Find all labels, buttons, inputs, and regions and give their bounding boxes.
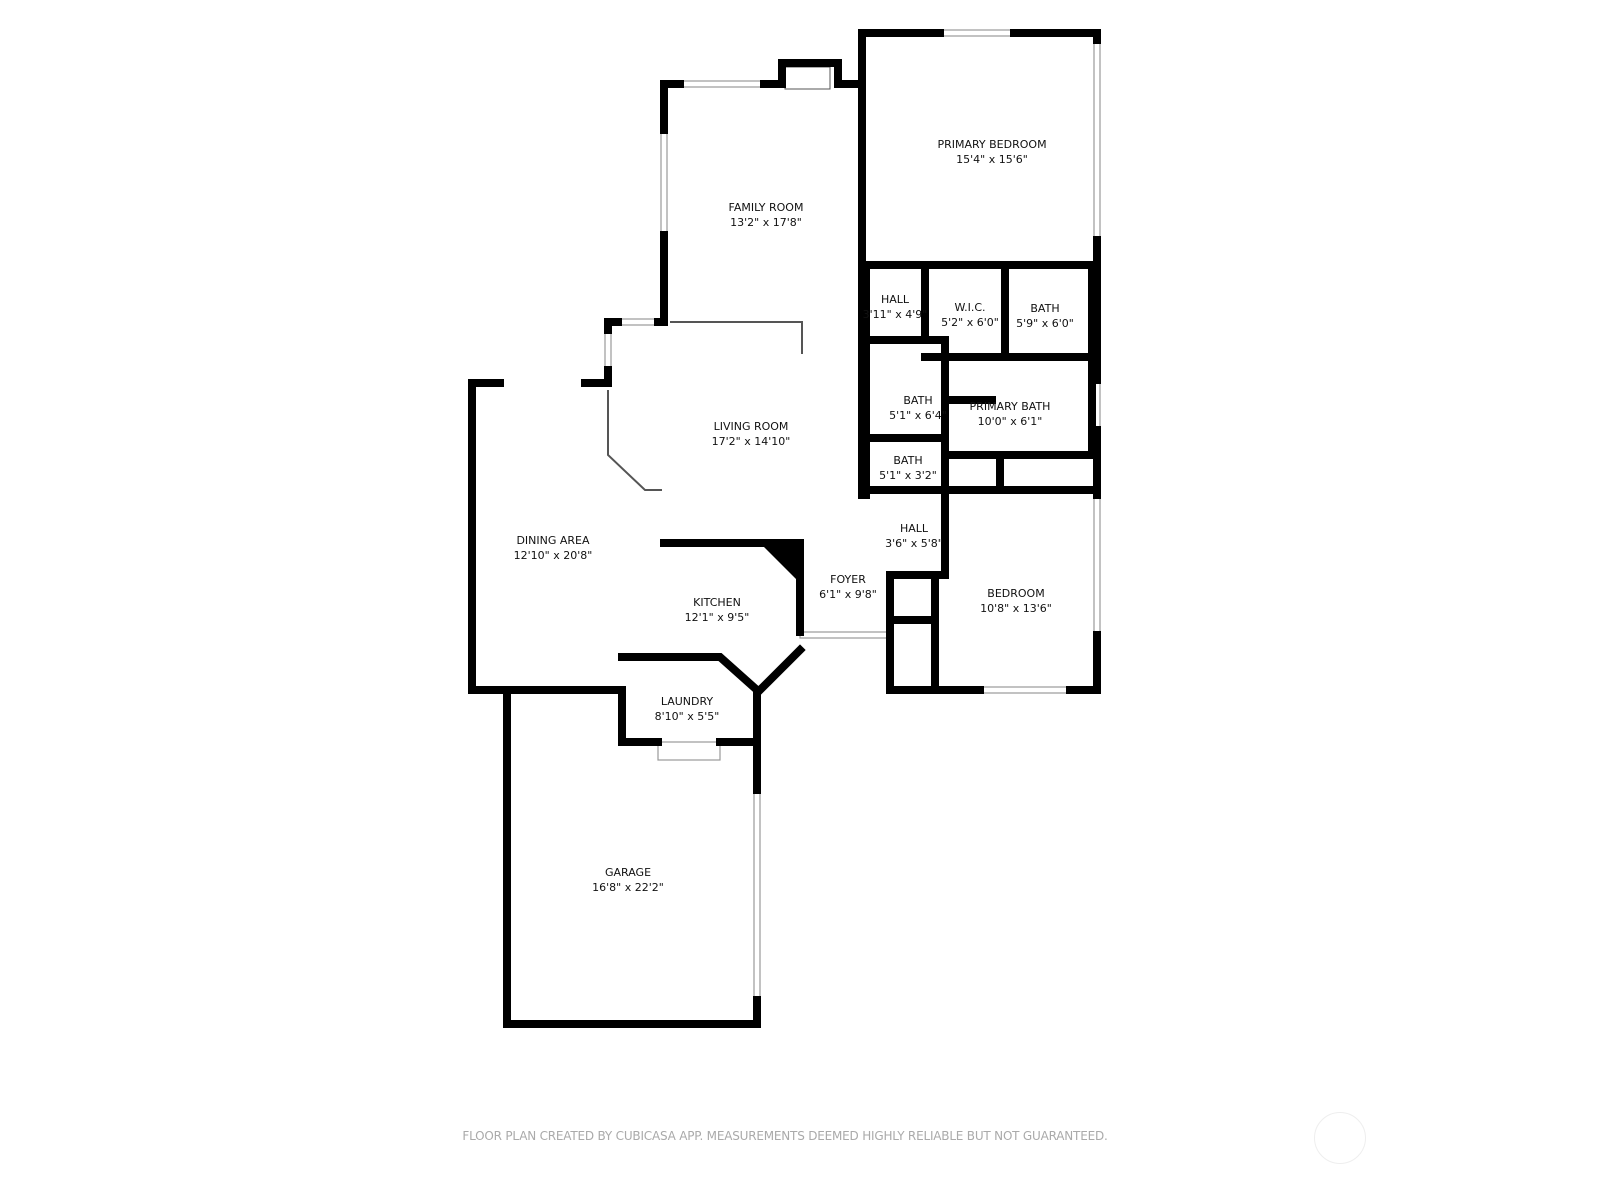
room-name: FOYER [830,573,866,586]
counter [670,321,803,354]
window [660,129,668,236]
room-size: 6'1" x 9'8" [819,588,877,601]
room-name: GARAGE [604,866,652,879]
room-size: 10'0" x 6'1" [977,415,1043,428]
room-foyer: FOYER 6'1" x 9'8" [819,572,877,602]
room-name: LAUNDRY [660,695,714,708]
walls [468,29,1101,1028]
window [617,318,659,326]
room-name: KITCHEN [693,596,741,609]
window [604,329,612,371]
window [799,631,891,639]
room-name: PRIMARY BATH [969,400,1051,413]
window [979,686,1071,694]
room-name: HALL [880,293,910,306]
room-bedroom: BEDROOM 10'8" x 13'6" [980,586,1052,616]
room-dining-area: DINING AREA 12'10" x 20'8" [514,533,593,563]
room-name: BATH [893,454,923,467]
room-bath: BATH 5'9" x 6'0" [1016,301,1074,331]
room-size: 5'1" x 6'4" [889,409,947,422]
disclaimer-footer: FLOOR PLAN CREATED BY CUBICASA APP. MEAS… [462,1129,1108,1143]
room-size: 17'2" x 14'10" [711,435,791,448]
room-size: 13'2" x 17'8" [730,216,802,229]
room-bath: BATH 5'1" x 6'4" [889,393,947,423]
room-size: 12'1" x 9'5" [684,611,750,624]
window [753,789,761,1001]
room-name: BATH [1030,302,1060,315]
room-size: 5'2" x 6'0" [941,316,999,329]
room-primary-bath: PRIMARY BATH 10'0" x 6'1" [970,399,1051,429]
room-size: 5'1" x 3'2" [879,469,937,482]
room-wic: W.I.C. 5'2" x 6'0" [941,300,999,330]
room-bath: BATH 5'1" x 3'2" [879,453,937,483]
room-garage: GARAGE 16'8" x 22'2" [592,865,664,895]
room-size: 10'8" x 13'6" [980,602,1052,615]
room-primary-bedroom: PRIMARY BEDROOM 15'4" x 15'6" [937,137,1046,167]
room-name: PRIMARY BEDROOM [937,138,1047,151]
room-size: 12'10" x 20'8" [513,549,593,562]
room-living-room: LIVING ROOM 17'2" x 14'10" [712,419,791,449]
room-name: W.I.C. [954,301,986,314]
room-size: 16'8" x 22'2" [592,881,664,894]
room-name: BEDROOM [987,587,1045,600]
room-name: FAMILY ROOM [728,201,804,214]
window [1093,494,1101,636]
room-name: LIVING ROOM [713,420,789,433]
room-name: HALL [899,522,929,535]
kitchen-corner [760,543,800,583]
window [1093,39,1101,241]
room-size: 3'11" x 4'9" [862,308,928,321]
room-size: 8'10" x 5'5" [654,710,720,723]
room-name: BATH [903,394,933,407]
room-laundry: LAUNDRY 8'10" x 5'5" [655,694,720,724]
bay-window [607,390,662,491]
room-family-room: FAMILY ROOM 13'2" x 17'8" [729,200,804,230]
logo-icon [1314,1112,1366,1164]
window [679,80,765,88]
room-hall: HALL 3'11" x 4'9" [863,292,928,322]
window [657,741,721,761]
room-size: 15'4" x 15'6" [956,153,1028,166]
room-size: 3'6" x 5'8" [885,537,943,550]
fireplace [784,66,831,90]
room-name: DINING AREA [516,534,590,547]
room-hall: HALL 3'6" x 5'8" [885,521,943,551]
window [939,29,1015,37]
room-size: 5'9" x 6'0" [1016,317,1074,330]
room-kitchen: KITCHEN 12'1" x 9'5" [685,595,750,625]
